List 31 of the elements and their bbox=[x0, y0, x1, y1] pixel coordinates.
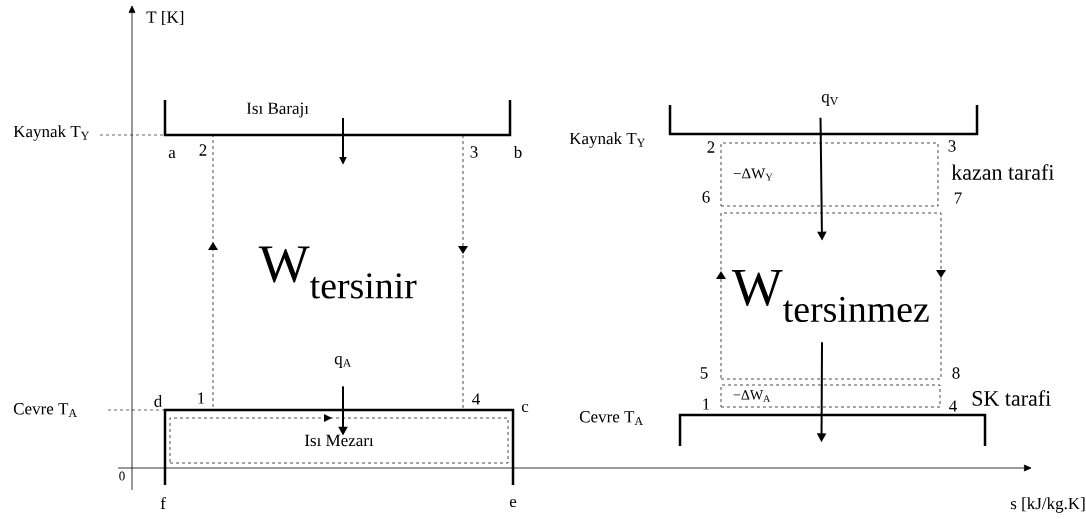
point-label: 3 bbox=[948, 140, 956, 152]
side-label: kazan tarafi bbox=[951, 164, 1054, 180]
point-label: 8 bbox=[952, 367, 960, 379]
dashed-box: Isı Mezarı bbox=[169, 417, 509, 464]
point-label: 1 bbox=[703, 398, 710, 410]
temperature-label: Cevre T$_{A}$ bbox=[579, 411, 643, 425]
dashed-box: $\mathrm{W}_{\mathrm{tersinmez}}$ bbox=[720, 212, 942, 380]
point-label: f bbox=[160, 497, 166, 509]
heat-label: q$_{V}$ bbox=[821, 94, 839, 106]
point-label: b bbox=[513, 146, 522, 158]
dashed-box: −ΔW$_{Y}$ bbox=[720, 142, 939, 207]
point-label: 5 bbox=[700, 367, 708, 379]
point-label: e bbox=[509, 498, 517, 508]
point-label: 4 bbox=[949, 400, 957, 412]
temperature-label: Kaynak T$_{Y}$ bbox=[13, 125, 89, 141]
side-label: SK tarafi bbox=[972, 390, 1051, 406]
origin-label: 0 bbox=[119, 471, 125, 481]
temperature-label: Cevre T$_{A}$ bbox=[13, 403, 77, 417]
point-label: 4 bbox=[472, 393, 480, 405]
dashed-box: −ΔW$_{A}$ bbox=[720, 384, 941, 408]
point-label: d bbox=[154, 395, 163, 407]
axis-label: T [K] bbox=[146, 10, 184, 26]
point-label: a bbox=[168, 149, 176, 159]
point-label: c bbox=[521, 403, 529, 413]
point-label: 7 bbox=[954, 192, 962, 204]
point-label: 1 bbox=[198, 392, 205, 404]
point-label: 6 bbox=[702, 191, 710, 203]
heat-label: q$_{A}$ bbox=[334, 356, 352, 368]
temperature-label: Kaynak T$_{Y}$ bbox=[569, 132, 645, 148]
axis-label: s [kJ/kg.K] bbox=[1010, 497, 1085, 513]
reservoir-label: Isı Barajı bbox=[246, 102, 309, 118]
